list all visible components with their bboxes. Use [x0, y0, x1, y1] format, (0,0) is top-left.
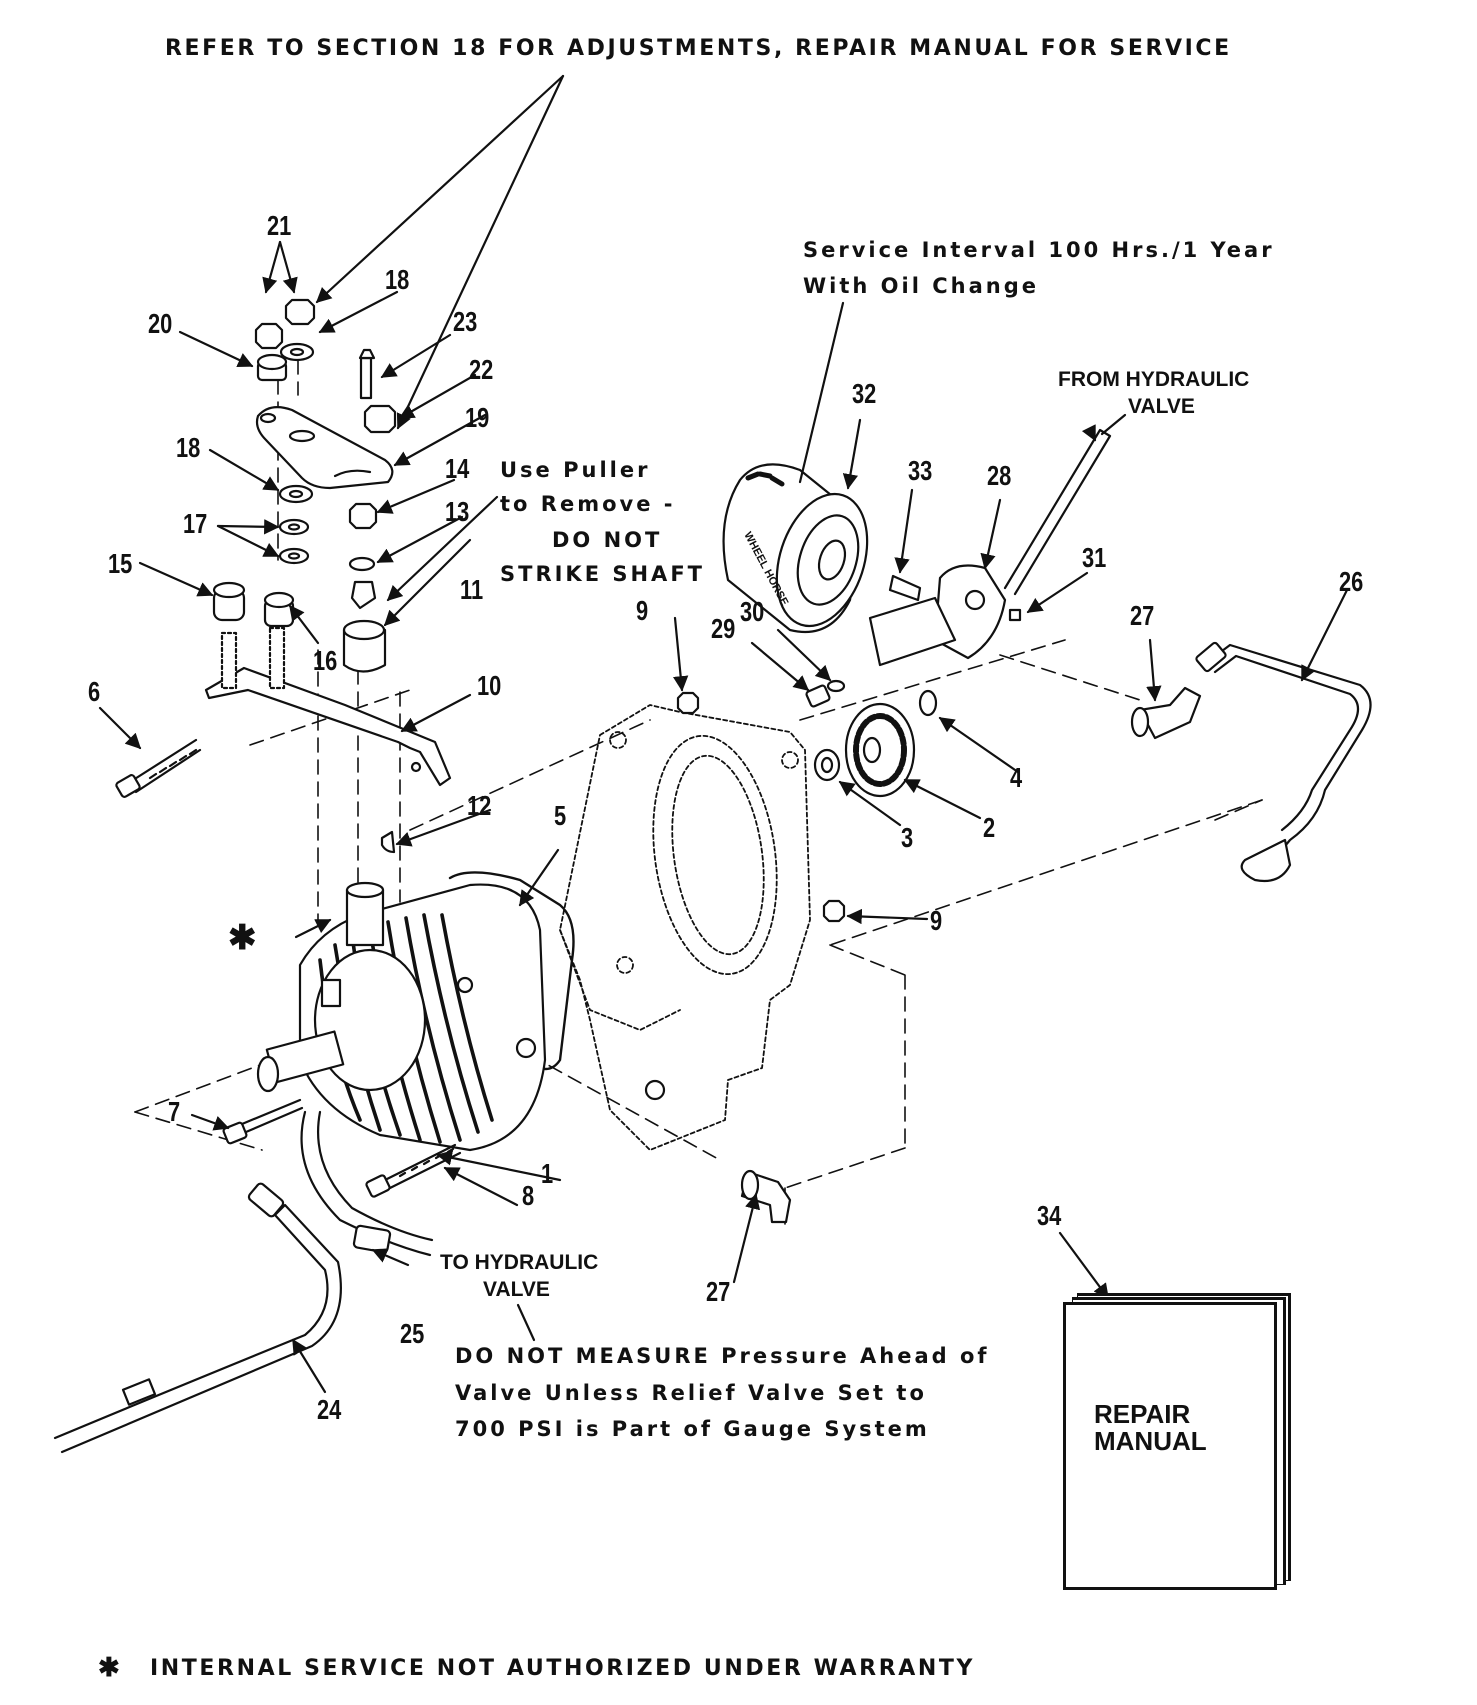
elbow-fittings [644, 686, 1202, 1224]
from-valve-line-1: FROM HYDRAULIC [1058, 368, 1250, 391]
service-note-line-1: Service Interval 100 Hrs./1 Year [803, 238, 1275, 262]
hydraulic-line-26 [1195, 641, 1372, 883]
from-valve-line-2: VALVE [1128, 395, 1195, 418]
top-plate [255, 405, 394, 490]
callout-18-left: 18 [176, 432, 201, 463]
callout-21: 21 [267, 210, 292, 241]
key-12 [380, 830, 396, 854]
callout-3: 3 [901, 822, 914, 853]
puller-note-line-3: DO NOT [552, 528, 663, 552]
callout-9-right: 9 [930, 905, 943, 936]
pressure-note-line-2: Valve Unless Relief Valve Set to [455, 1381, 927, 1405]
header-note: REFER TO SECTION 18 FOR ADJUSTMENTS, REP… [165, 36, 1232, 61]
pressure-leader [516, 1303, 536, 1342]
callout-30: 30 [740, 596, 765, 627]
repair-manual-title-line-2: MANUAL [1094, 1426, 1207, 1456]
hydraulic-line-24 [53, 1110, 434, 1454]
callout-9-top: 9 [636, 595, 649, 626]
washer-stack [254, 298, 397, 673]
hydraulic-pump [256, 881, 547, 1152]
repair-manual-book: REPAIR MANUAL [1063, 1302, 1277, 1590]
pressure-note-line-1: DO NOT MEASURE Pressure Ahead of [455, 1344, 990, 1368]
callout-18-top: 18 [385, 264, 410, 295]
repair-manual-title-line-1: REPAIR [1094, 1399, 1191, 1429]
puller-note-line-4: STRIKE SHAFT [500, 562, 705, 586]
callout-25: 25 [400, 1318, 425, 1349]
callout-11: 11 [460, 574, 484, 605]
filter-adapter [805, 428, 1112, 708]
callout-32: 32 [852, 378, 877, 409]
to-valve-line-1: TO HYDRAULIC [440, 1251, 599, 1274]
warranty-symbol: ✱ [98, 1652, 120, 1682]
header-leader-lines [315, 74, 565, 430]
callout-26: 26 [1339, 566, 1364, 597]
callout-20: 20 [148, 308, 173, 339]
callout-arrows [98, 240, 1349, 1394]
callout-4: 4 [1010, 762, 1023, 793]
service-note-line-2: With Oil Change [803, 274, 1039, 298]
pump-housing [559, 704, 811, 1151]
oil-filter [722, 463, 869, 634]
warranty-note: INTERNAL SERVICE NOT AUTHORIZED UNDER WA… [150, 1656, 976, 1681]
callout-19: 19 [465, 402, 490, 433]
callout-29: 29 [711, 613, 736, 644]
callout-1: 1 [541, 1158, 554, 1189]
callout-10: 10 [477, 670, 502, 701]
callout-28: 28 [987, 460, 1012, 491]
callout-7: 7 [168, 1096, 181, 1127]
pressure-note-line-3: 700 PSI is Part of Gauge System [455, 1417, 930, 1441]
callout-15: 15 [108, 548, 133, 579]
puller-note-line-1: Use Puller [500, 458, 651, 482]
mounting-bracket [204, 581, 452, 787]
gear-assembly [813, 689, 938, 798]
callout-2: 2 [983, 812, 996, 843]
callout-22: 22 [469, 354, 494, 385]
bolt-6 [115, 738, 202, 798]
from-valve-leader [1100, 413, 1127, 436]
callout-14: 14 [445, 453, 470, 484]
callout-27-right: 27 [1130, 600, 1155, 631]
nuts-9 [676, 691, 846, 923]
gasket-5 [448, 871, 575, 1071]
callout-16: 16 [313, 645, 338, 676]
callout-6: 6 [88, 676, 101, 707]
callout-33: 33 [908, 455, 933, 486]
callout-31: 31 [1082, 542, 1107, 573]
callout-12: 12 [467, 790, 492, 821]
callout-5: 5 [554, 800, 567, 831]
callout-27-bottom: 27 [706, 1276, 731, 1307]
callout-23: 23 [453, 306, 478, 337]
callout-8: 8 [522, 1180, 535, 1211]
to-valve-line-2: VALVE [483, 1278, 550, 1301]
asterisk-callout: ✱ [228, 919, 257, 957]
callout-24: 24 [317, 1394, 342, 1425]
callout-17: 17 [183, 508, 208, 539]
callout-34: 34 [1037, 1200, 1062, 1231]
service-leader [798, 301, 845, 484]
repair-manual-title: REPAIR MANUAL [1094, 1401, 1207, 1455]
puller-note-line-2: to Remove - [500, 492, 676, 516]
callout-13: 13 [445, 496, 470, 527]
